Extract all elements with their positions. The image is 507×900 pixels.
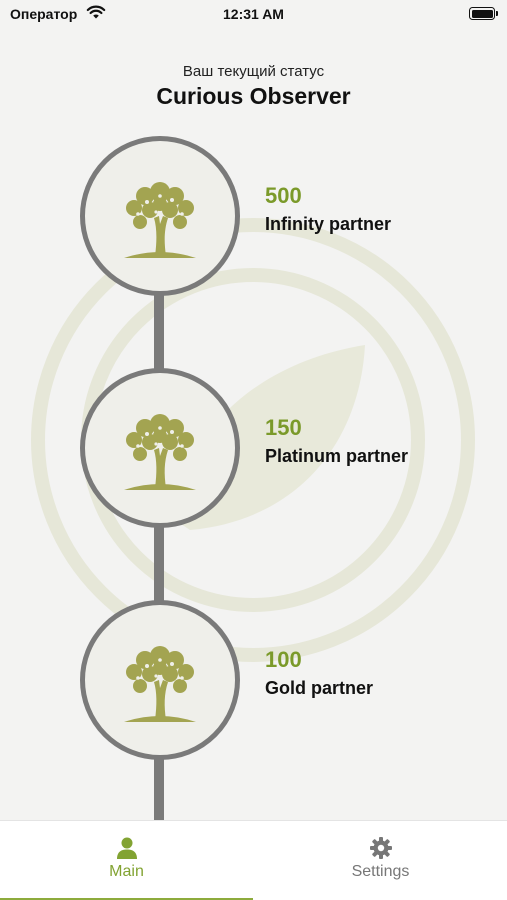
tree-icon (124, 414, 196, 490)
status-subtitle: Ваш текущий статус (182, 63, 325, 80)
tab-settings[interactable]: Settings (254, 821, 507, 900)
level-badge (80, 368, 240, 528)
level-item-infinity[interactable]: 500 Infinity partner (80, 136, 480, 296)
carrier-label: Оператор (10, 6, 78, 22)
active-tab-indicator (0, 898, 253, 900)
person-icon (116, 837, 137, 859)
level-name: Infinity partner (265, 214, 392, 234)
level-name: Platinum partner (265, 446, 409, 466)
tab-main-label: Main (109, 863, 144, 880)
tree-icon (124, 646, 196, 722)
tab-bar: Main Settings (0, 820, 507, 900)
tab-main[interactable]: Main (0, 821, 253, 900)
status-title: Curious Observer (156, 83, 351, 109)
status-header: Ваш текущий статус Curious Observer (0, 63, 507, 110)
level-connector (154, 522, 164, 606)
level-badge (80, 136, 240, 296)
tree-icon (124, 182, 196, 258)
level-item-gold[interactable]: 100 Gold partner (80, 600, 480, 760)
wifi-icon (86, 5, 106, 19)
level-points: 500 (265, 183, 302, 208)
tab-settings-label: Settings (351, 863, 410, 880)
level-points: 100 (265, 647, 302, 672)
level-connector (154, 754, 164, 820)
clock: 12:31 AM (223, 6, 284, 22)
gear-icon (369, 837, 392, 859)
level-badge (80, 600, 240, 760)
level-points: 150 (265, 415, 302, 440)
level-connector (154, 292, 164, 374)
level-item-platinum[interactable]: 150 Platinum partner (80, 368, 480, 528)
battery-icon (469, 7, 498, 20)
level-name: Gold partner (265, 678, 374, 698)
status-bar: Оператор 12:31 AM (0, 0, 507, 30)
